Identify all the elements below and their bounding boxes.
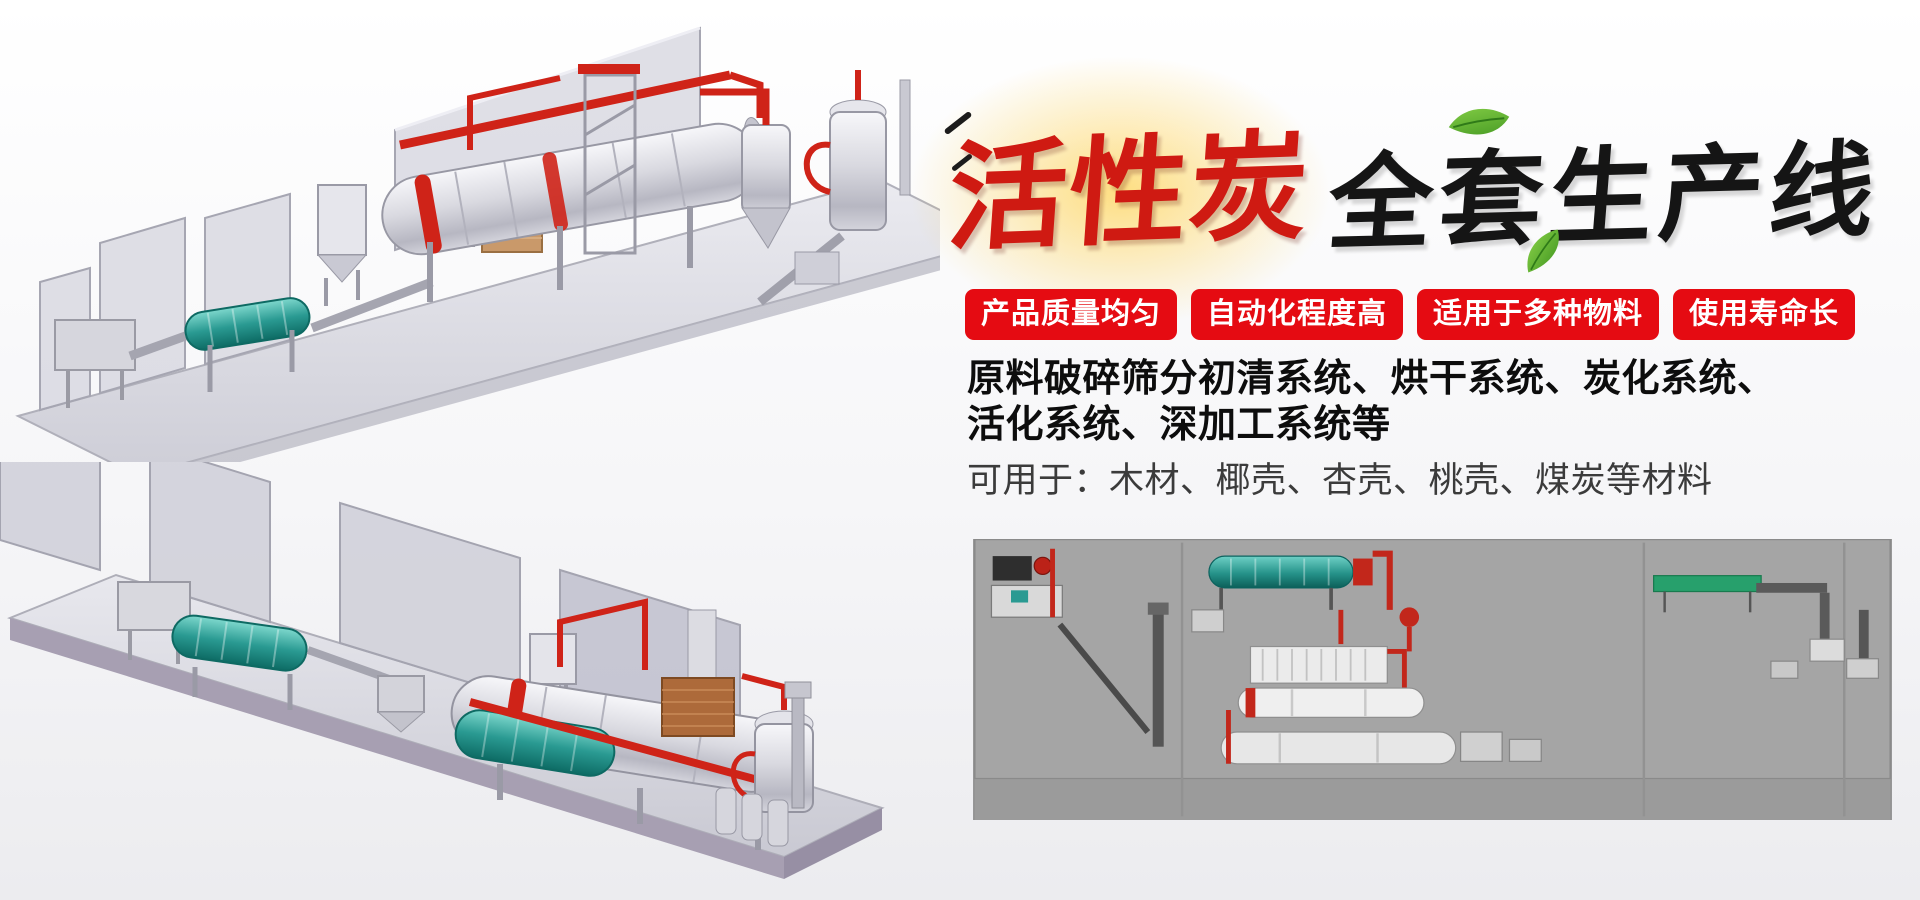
banner-title: 活性炭 全套生产线 — [910, 56, 1910, 326]
support-tower — [583, 73, 637, 255]
feature-badge-automation: 自动化程度高 — [1191, 289, 1404, 340]
description-line-2: 活化系统、深加工系统等 — [967, 404, 1391, 447]
feature-badges: 产品质量均匀 自动化程度高 适用于多种物料 使用寿命长 — [965, 289, 1856, 340]
title-rest: 全套生产线 — [1324, 132, 1885, 264]
production-line-render-bottom — [0, 462, 940, 900]
conveyor — [310, 277, 434, 333]
production-line-panorama — [973, 539, 1892, 820]
crusher-cluster — [990, 548, 1169, 747]
drum-stands — [427, 206, 693, 302]
leaf-icon — [1527, 229, 1559, 273]
brick-furnace-wall — [661, 609, 735, 737]
title-highlight: 活性炭 — [944, 120, 1315, 266]
dust-collector — [529, 633, 577, 718]
wall-seams — [1180, 542, 1846, 817]
leaf-icon — [1448, 108, 1510, 135]
packing-section — [1653, 575, 1880, 679]
carbonization-furnace — [715, 673, 814, 847]
feature-badge-quality: 产品质量均匀 — [965, 289, 1178, 340]
system-description: 原料破碎筛分初清系统、烘干系统、炭化系统、 活化系统、深加工系统等 — [967, 356, 1776, 449]
red-piping — [399, 70, 764, 150]
tower-beam — [578, 64, 640, 74]
dust-collector — [316, 184, 368, 306]
red-piping — [468, 598, 782, 790]
platform — [15, 178, 940, 462]
feature-badge-lifespan: 使用寿命长 — [1673, 289, 1856, 340]
feature-badge-materials: 适用于多种物料 — [1417, 289, 1660, 340]
feeder-hopper — [54, 319, 136, 408]
materials-line: 可用于：木材、椰壳、杏壳、桃壳、煤炭等材料 — [967, 461, 1713, 500]
dryer-drum — [1191, 550, 1420, 652]
screening-drum — [184, 297, 311, 351]
description-line-1: 原料破碎筛分初清系统、烘干系统、炭化系统、 — [967, 358, 1776, 400]
hopper — [376, 675, 426, 733]
carbonization-section — [1220, 645, 1542, 765]
screening-drum — [171, 614, 308, 672]
activation-furnace — [757, 70, 911, 306]
production-line-render-top — [0, 0, 940, 462]
cyclone-tank — [700, 88, 791, 249]
